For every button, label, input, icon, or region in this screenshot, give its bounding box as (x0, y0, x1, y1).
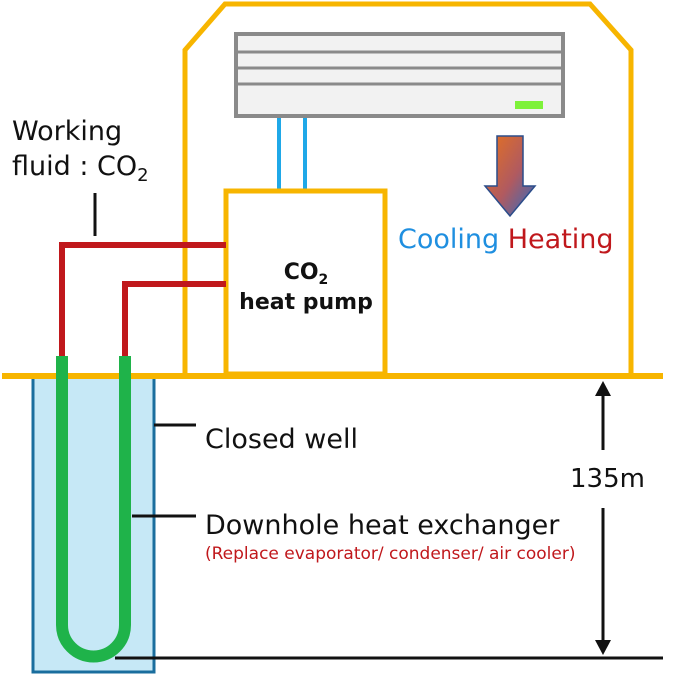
mode-label: Cooling Heating (398, 226, 614, 253)
depth-dimension-arrow (595, 381, 611, 655)
heat-pump-label-line1: CO2 (226, 260, 386, 288)
heat-pump-co: CO (283, 260, 319, 285)
downhole-hx-label: Downhole heat exchanger (205, 510, 560, 541)
working-fluid-text: fluid : CO (12, 151, 138, 182)
depth-label: 135m (570, 464, 645, 494)
heat-pump-label-line2: heat pump (239, 290, 373, 315)
working-fluid-label-line1: Working (12, 116, 123, 147)
cooling-label: Cooling (398, 224, 500, 255)
airflow-arrow-icon (483, 135, 537, 218)
working-fluid-label-line2: fluid : CO2 (12, 153, 149, 185)
co2-pipe-inner (122, 281, 226, 358)
heating-label: Heating (507, 224, 614, 255)
working-fluid-subscript: 2 (137, 165, 149, 186)
house-outline (182, 1, 634, 377)
ac-indicator-light (515, 101, 543, 109)
closed-well (31, 375, 156, 674)
air-conditioner-unit (234, 32, 565, 118)
closed-well-label: Closed well (205, 424, 358, 455)
heat-pump-subscript: 2 (318, 272, 329, 288)
downhole-u-tube (56, 356, 131, 663)
co2-pipe-outer (59, 242, 226, 358)
downhole-hx-note: (Replace evaporator/ condenser/ air cool… (205, 544, 576, 564)
